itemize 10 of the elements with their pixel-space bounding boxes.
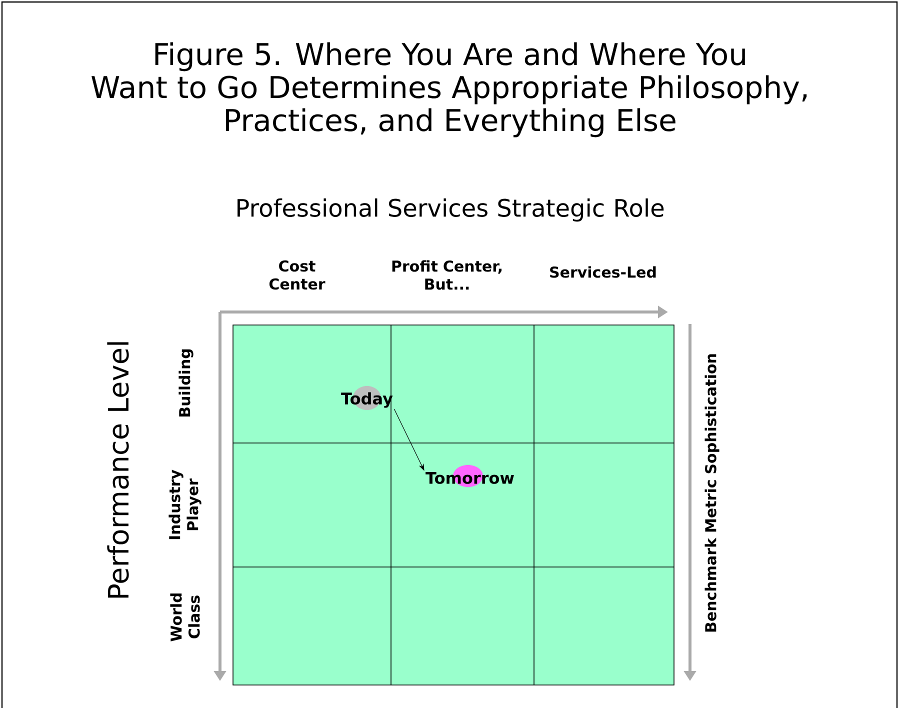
column-header: Profit Center, But...	[392, 260, 502, 290]
row-header: World Class	[170, 593, 200, 642]
column-header: Cost Center	[269, 260, 326, 290]
column-header: Services-Led	[550, 266, 656, 278]
subtitle: Professional Services Strategic Role	[238, 198, 664, 222]
row-header: Building	[178, 349, 194, 416]
axis-title: Benchmark Metric Sophistication	[704, 354, 720, 632]
row-header: Industry Player	[168, 470, 202, 540]
title: Figure 5. Where You Are and Where You Want to Go Determines Appropriate Philosophy, Practices, and Everything Else	[92, 42, 807, 138]
axis-title: Performance Level	[107, 342, 129, 598]
